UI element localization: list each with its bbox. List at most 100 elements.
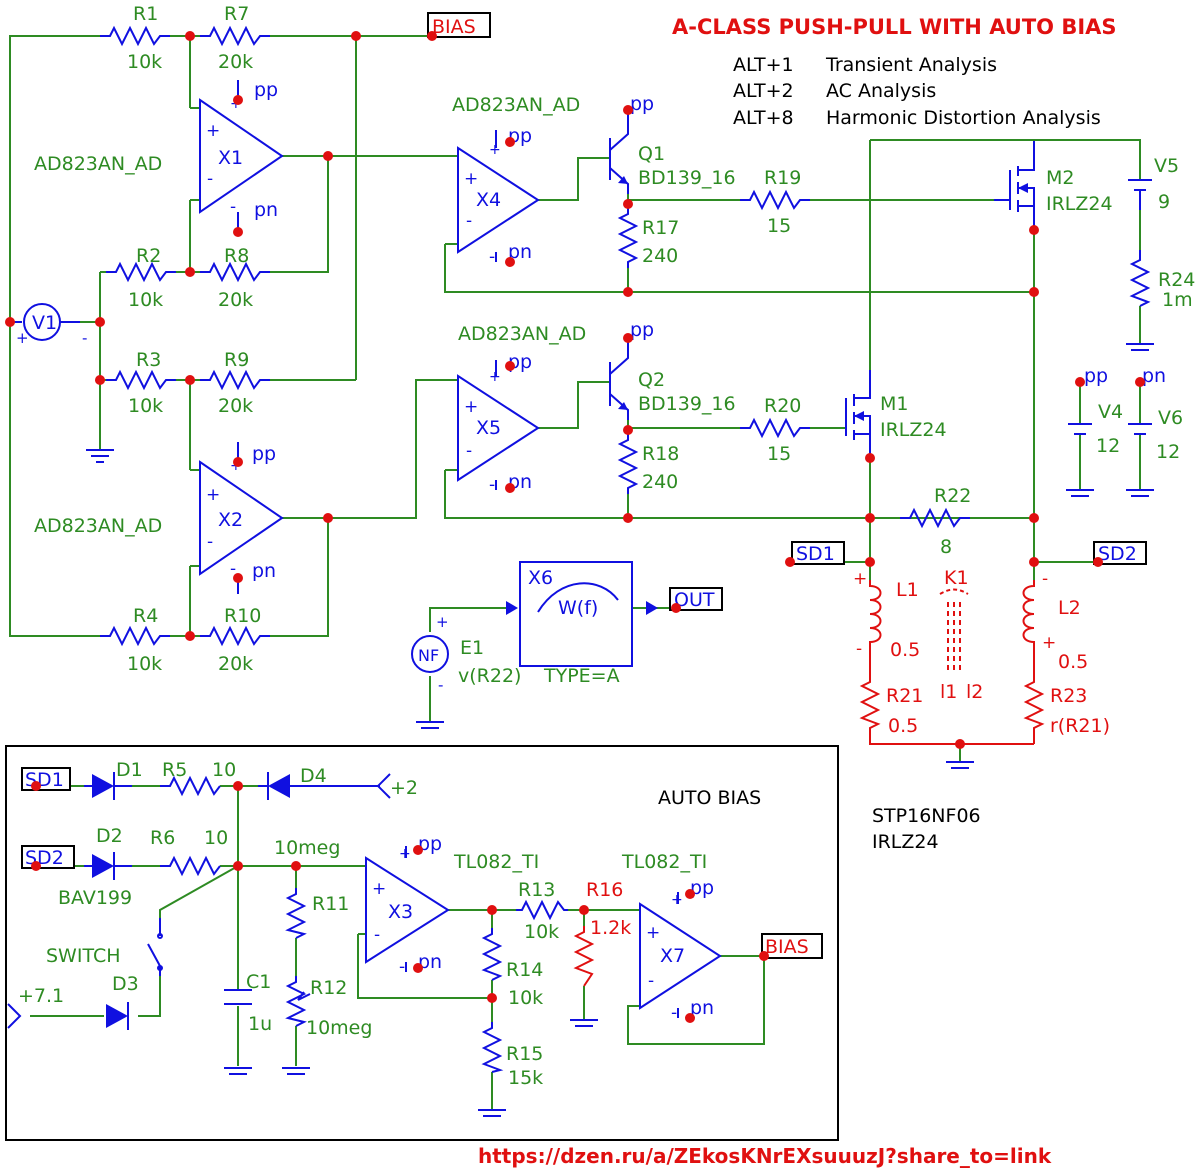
resistor-r20[interactable]: R20 15 bbox=[740, 395, 810, 465]
r24-value: 1m bbox=[1162, 289, 1193, 311]
resistor-r13[interactable]: R13 10k bbox=[516, 879, 568, 943]
resistor-r23[interactable]: R23 r(R21) bbox=[1023, 676, 1110, 744]
k1-name: K1 bbox=[944, 567, 969, 589]
opamp-x5[interactable]: + - X5 pp pn + - bbox=[457, 351, 540, 495]
x3-pn: pn bbox=[418, 951, 442, 973]
resistor-r24[interactable]: R24 1m bbox=[1129, 250, 1195, 311]
inductor-l2[interactable]: - + L2 0.5 bbox=[1022, 569, 1089, 676]
voltage-source-v1[interactable]: V1 + - bbox=[10, 303, 87, 347]
resistor-r9[interactable] bbox=[200, 369, 270, 391]
x7-pn: pn bbox=[690, 997, 714, 1019]
transistor-q1[interactable]: pp Q1 BD139_16 bbox=[609, 93, 736, 194]
nf-source-e1[interactable]: NF + - E1 v(R22) bbox=[411, 613, 521, 694]
shortcut-label-1: Transient Analysis bbox=[825, 54, 997, 76]
sd1-bias-label[interactable]: SD1 bbox=[21, 767, 71, 791]
diode-d4[interactable]: D4 +2 bbox=[258, 765, 418, 800]
x5-pp-plus: + bbox=[489, 369, 501, 385]
analyzer-x6[interactable]: X6 W(f) TYPE=A bbox=[506, 561, 658, 687]
x4-pp-plus: + bbox=[489, 142, 501, 158]
resistor-r7[interactable] bbox=[200, 25, 270, 47]
resistor-r4[interactable] bbox=[100, 625, 170, 647]
bias-net-label[interactable]: BIAS bbox=[427, 12, 491, 38]
sd2-net-label[interactable]: SD2 bbox=[1093, 541, 1147, 565]
ground-icon bbox=[86, 449, 114, 463]
r17-value: 240 bbox=[642, 245, 678, 267]
r16-name: R16 bbox=[586, 879, 623, 901]
resistor-r22[interactable]: R22 8 bbox=[900, 485, 971, 558]
source-url[interactable]: https://dzen.ru/a/ZEkosKNrEXsuuuzJ?share… bbox=[478, 1144, 1052, 1168]
resistor-r8[interactable] bbox=[200, 261, 270, 283]
resistor-r6[interactable]: R6 10 bbox=[150, 827, 228, 877]
resistor-r16[interactable]: R16 1.2k bbox=[573, 879, 631, 987]
bias-input-label[interactable]: BIAS bbox=[761, 933, 823, 959]
opamp-x3[interactable]: + - X3 pp pn + - bbox=[358, 833, 450, 977]
resistor-r17[interactable]: R17 240 bbox=[617, 204, 679, 268]
l1-plus: + bbox=[853, 569, 867, 589]
sd2-bias-label[interactable]: SD2 bbox=[21, 845, 75, 869]
l1-minus: - bbox=[856, 639, 862, 659]
resistor-r1[interactable] bbox=[100, 25, 170, 47]
x6-name: X6 bbox=[528, 567, 553, 589]
resistor-r5[interactable]: R5 10 bbox=[160, 759, 236, 797]
x1-pn-minus: - bbox=[230, 197, 236, 217]
x2-model: AD823AN_AD bbox=[34, 515, 162, 537]
opamp-x4[interactable]: + - X4 pp pn + - bbox=[457, 125, 540, 267]
v5-value: 9 bbox=[1158, 191, 1170, 213]
resistor-r14[interactable]: R14 10k bbox=[481, 928, 543, 1009]
coupling-k1[interactable]: K1 l1 l2 bbox=[939, 567, 983, 703]
diode-d1[interactable]: D1 bbox=[84, 759, 143, 800]
plus71-value: +7.1 bbox=[18, 985, 64, 1007]
e1-plus: + bbox=[436, 613, 449, 631]
r24-name: R24 bbox=[1158, 269, 1195, 291]
opamp-x1[interactable]: + - X1 pp pn + - bbox=[190, 79, 284, 232]
battery-v4[interactable]: pp V4 12 bbox=[1066, 365, 1123, 497]
e1-symbol: NF bbox=[418, 646, 439, 665]
r10-value: 20k bbox=[218, 653, 253, 675]
bias-in-text: BIAS bbox=[765, 936, 809, 958]
mosfet-m2[interactable]: M2 IRLZ24 bbox=[994, 140, 1113, 230]
out-net-label[interactable]: OUT bbox=[669, 587, 723, 611]
r18-name: R18 bbox=[642, 443, 679, 465]
resistor-r10[interactable] bbox=[200, 625, 270, 647]
mosfet-note-1: STP16NF06 bbox=[872, 805, 981, 827]
r23-name: R23 bbox=[1050, 685, 1087, 707]
mosfet-m1[interactable]: M1 IRLZ24 bbox=[845, 370, 947, 458]
l1-value: 0.5 bbox=[890, 639, 920, 661]
r18-value: 240 bbox=[642, 471, 678, 493]
k1-l1: l1 bbox=[940, 681, 957, 703]
e1-expr: v(R22) bbox=[458, 665, 521, 687]
diode-d3[interactable]: D3 +7.1 bbox=[7, 973, 139, 1030]
resistor-r21[interactable]: R21 0.5 bbox=[859, 676, 1034, 745]
sd1-net-label[interactable]: SD1 bbox=[791, 541, 845, 565]
e1-minus: - bbox=[438, 676, 443, 694]
capacitor-c1[interactable]: C1 1u bbox=[224, 971, 272, 1035]
opamp-x7[interactable]: + - X7 pp pn + - bbox=[639, 877, 722, 1023]
resistor-r19[interactable]: R19 15 bbox=[740, 167, 810, 237]
r3-name: R3 bbox=[136, 349, 161, 371]
diode-d2[interactable]: D2 BAV199 bbox=[58, 825, 132, 909]
r13-value: 10k bbox=[524, 921, 559, 943]
junction-dots bbox=[5, 31, 1145, 1023]
r8-value: 20k bbox=[218, 289, 253, 311]
x4-name: X4 bbox=[476, 189, 501, 211]
sd2-top-text: SD2 bbox=[1098, 543, 1137, 565]
v5-name: V5 bbox=[1154, 155, 1179, 177]
q1-pp: pp bbox=[630, 93, 654, 115]
resistor-r12[interactable]: R12 10meg bbox=[285, 976, 372, 1039]
d2-name: D2 bbox=[96, 825, 123, 847]
inductor-l1[interactable]: + - L1 0.5 bbox=[853, 569, 920, 676]
resistor-r3[interactable] bbox=[106, 369, 176, 391]
resistor-r15[interactable]: R15 15k bbox=[481, 1022, 543, 1089]
resistor-r2[interactable] bbox=[106, 261, 176, 283]
resistor-r11[interactable]: R11 10meg bbox=[274, 837, 349, 939]
battery-v6[interactable]: pn V6 12 bbox=[1126, 365, 1183, 497]
x4-pn: pn bbox=[508, 241, 532, 263]
resistor-r18[interactable]: R18 240 bbox=[617, 430, 679, 494]
d2-model: BAV199 bbox=[58, 887, 132, 909]
schematic-title: A-CLASS PUSH-PULL WITH AUTO BIAS bbox=[672, 15, 1117, 39]
r7-value: 20k bbox=[218, 51, 253, 73]
switch[interactable]: SWITCH bbox=[46, 918, 163, 976]
transistor-q2[interactable]: pp Q2 BD139_16 bbox=[609, 319, 736, 420]
r11-value: 10meg bbox=[274, 837, 340, 859]
battery-v5[interactable]: V5 9 bbox=[1128, 155, 1179, 213]
